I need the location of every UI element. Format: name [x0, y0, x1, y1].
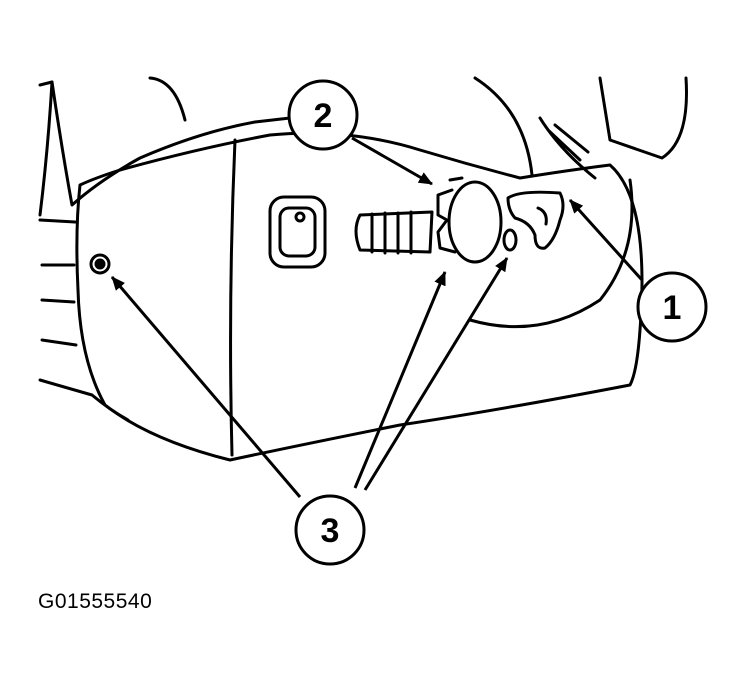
callout-3-circle	[294, 494, 366, 566]
recline-switch-button	[294, 211, 306, 223]
screw-left-inner	[94, 258, 106, 270]
callout-2-circle	[287, 79, 359, 151]
recline-switch	[268, 195, 327, 269]
latch-handle	[506, 190, 565, 250]
adjust-knob	[447, 180, 503, 264]
adjust-knob-flutes	[436, 176, 464, 254]
seatback-lower-outline	[473, 76, 534, 177]
figure-id: G01555540	[38, 590, 153, 613]
side-shield-lower-curve	[468, 178, 634, 329]
side-shield-panel	[75, 131, 644, 462]
seatback-strap	[538, 116, 597, 180]
callout-1-circle	[636, 271, 708, 343]
handle-grip	[354, 210, 434, 254]
arrow-callout-1	[568, 198, 644, 282]
side-shield-inner-contour	[229, 138, 237, 457]
callout-3-label: 3	[321, 512, 340, 550]
screw-knob	[502, 228, 518, 252]
seat-lower-drape	[38, 80, 54, 217]
callout-2-label: 2	[314, 97, 333, 135]
latch-handle-detail	[536, 206, 548, 226]
recline-switch-inner	[278, 206, 317, 258]
carpet-lines	[38, 218, 130, 422]
seat-cushion-outline	[38, 80, 292, 207]
arrow-callout-3-knob	[353, 271, 447, 489]
handle-grip-ridges	[370, 210, 413, 255]
arrow-callout-3-left	[110, 276, 302, 498]
screw-left	[89, 253, 111, 275]
callout-1-label: 1	[663, 289, 682, 327]
seatback-frame	[598, 76, 688, 160]
arrow-callout-2	[351, 136, 433, 186]
arrow-callout-3-screw	[363, 257, 509, 491]
seat-cushion-top-curve	[148, 76, 187, 122]
